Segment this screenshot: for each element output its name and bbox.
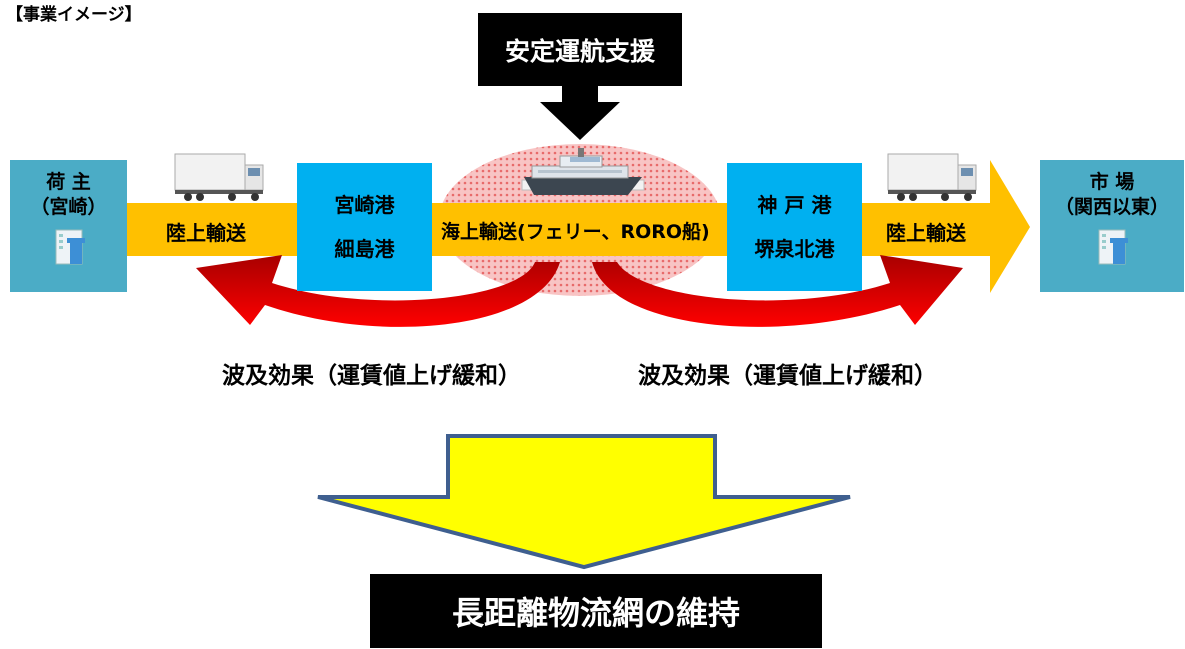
port-box-kobe: 神 戸 港 堺泉北港 [727, 163, 862, 291]
ripple-arrow-left [196, 255, 560, 327]
port-name: 宮崎港 [334, 193, 395, 217]
land-transport-right-label: 陸上輸送 [886, 221, 966, 245]
shipper-sublabel: （宮崎） [30, 196, 107, 218]
land-transport-left-label: 陸上輸送 [166, 221, 246, 245]
truck-icon-left [174, 153, 264, 201]
shipper-box: 荷 主 （宮崎） [10, 160, 127, 292]
ferry-icon [521, 148, 645, 195]
result-box: 長距離物流網の維持 [370, 574, 822, 648]
caption-label: 【事業イメージ】 [6, 5, 142, 25]
support-box: 安定運航支援 [478, 13, 682, 86]
support-down-arrow [540, 86, 620, 140]
building-icon [55, 229, 85, 265]
result-down-arrow [317, 434, 851, 570]
port-name: 細島港 [334, 237, 395, 261]
ripple-effect-left-label: 波及効果（運賃値上げ緩和） [222, 363, 521, 389]
market-box: 市 場 （関西以東） [1040, 160, 1184, 292]
flow-band-arrow [127, 160, 1030, 293]
shipper-label: 荷 主 [46, 171, 91, 193]
port-name: 神 戸 港 [757, 193, 832, 217]
port-box-miyazaki: 宮崎港 細島港 [297, 163, 432, 291]
market-sublabel: （関西以東） [1054, 196, 1169, 218]
truck-icon-right [887, 153, 977, 201]
market-label: 市 場 [1089, 171, 1135, 193]
ripple-effect-right-label: 波及効果（運賃値上げ緩和） [638, 363, 937, 389]
ripple-arrow-right [592, 255, 963, 327]
port-name: 堺泉北港 [754, 237, 835, 261]
sea-transport-label: 海上輸送(フェリー、RORO船) [441, 221, 710, 243]
building-icon [1098, 229, 1128, 265]
